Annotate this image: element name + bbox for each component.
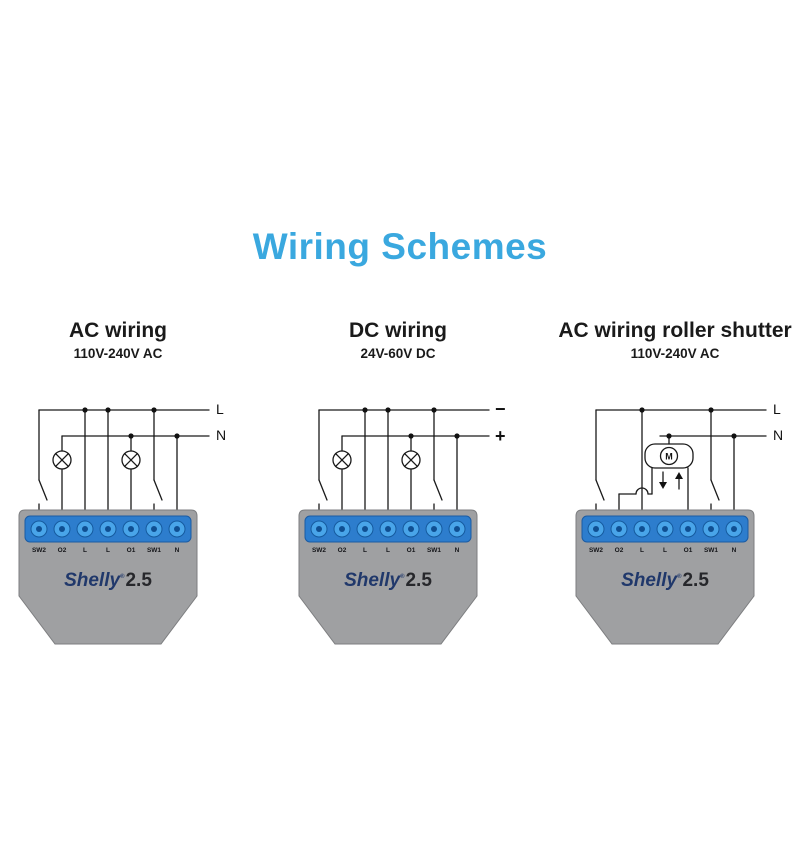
terminal-labels: SW2 O2 L L O1 SW1 N (589, 547, 737, 554)
arrow-down-icon (659, 471, 667, 489)
svg-text:L: L (386, 547, 390, 554)
page-title: Wiring Schemes (252, 226, 548, 267)
brand-label: Shelly®2.5 (621, 570, 709, 591)
terminal-circles (30, 520, 186, 538)
bus-top-label: − (495, 399, 506, 419)
switch-icon (710, 409, 720, 516)
diagram-column-ac: AC wiring 110V-240V AC L N (0, 318, 236, 650)
terminal-circles (587, 520, 743, 538)
ac-wiring-diagram: L N (18, 401, 226, 645)
svg-text:L: L (640, 547, 644, 554)
lamp-icon (121, 435, 141, 516)
shelly-device: SW2 O2 L L O1 SW1 N Shelly®2.5 (575, 509, 755, 645)
switch-icon (318, 409, 328, 516)
svg-text:O1: O1 (684, 547, 693, 554)
wire-hop (635, 487, 649, 495)
shelly-device: SW2 O2 L L O1 SW1 N Shelly®2.5 (18, 509, 198, 645)
junction-dot (128, 433, 134, 439)
switch-icon (595, 409, 605, 516)
junction-dot (362, 407, 368, 413)
bus-top-label: L (216, 401, 224, 417)
dc-wiring-diagram: − + (298, 399, 506, 645)
diagram-subtitle: 110V-240V AC (73, 346, 163, 361)
diagram-heading: AC wiring (69, 319, 167, 342)
svg-text:L: L (83, 547, 87, 554)
svg-text:O1: O1 (127, 547, 136, 554)
terminal-circles (310, 520, 466, 538)
svg-text:SW1: SW1 (704, 547, 718, 554)
brand-label: Shelly®2.5 (344, 570, 432, 591)
device-body (18, 509, 198, 645)
svg-text:N: N (175, 547, 180, 554)
svg-text:L: L (106, 547, 110, 554)
bus-bottom-label: N (773, 427, 783, 443)
junction-dot (174, 433, 180, 439)
junction-dot (408, 433, 414, 439)
shelly-device: SW2 O2 L L O1 SW1 N Shelly®2.5 (298, 509, 478, 645)
svg-text:N: N (455, 547, 460, 554)
roller-shutter-wiring-diagram: L N M (575, 401, 783, 645)
svg-text:SW1: SW1 (427, 547, 441, 554)
svg-text:SW1: SW1 (147, 547, 161, 554)
switch-icon (433, 409, 443, 516)
junction-dot (385, 407, 391, 413)
bus-top-label: L (773, 401, 781, 417)
svg-text:L: L (663, 547, 667, 554)
junction-dot (731, 433, 737, 439)
lamp-icon (52, 435, 72, 516)
junction-dot (708, 407, 714, 413)
diagram-column-roller: AC wiring roller shutter 110V-240V AC L … (557, 318, 793, 650)
svg-text:M: M (665, 452, 673, 462)
terminal-labels: SW2 O2 L L O1 SW1 N (32, 547, 180, 554)
svg-text:N: N (732, 547, 737, 554)
device-body (575, 509, 755, 645)
diagram-subtitle: 24V-60V DC (360, 346, 436, 361)
junction-dot (454, 433, 460, 439)
svg-text:O1: O1 (407, 547, 416, 554)
device-body (298, 509, 478, 645)
svg-text:L: L (363, 547, 367, 554)
svg-text:O2: O2 (615, 547, 624, 554)
lamp-icon (332, 435, 352, 516)
junction-dot (105, 407, 111, 413)
motor-lead-down (618, 467, 653, 516)
brand-label: Shelly®2.5 (64, 570, 152, 591)
arrow-up-icon (675, 472, 683, 490)
lamp-icon (401, 435, 421, 516)
junction-dot (82, 407, 88, 413)
diagram-heading: AC wiring roller shutter (558, 319, 792, 342)
junction-dot (639, 407, 645, 413)
junction-dot (431, 407, 437, 413)
diagram-heading: DC wiring (349, 319, 447, 342)
switch-icon (153, 409, 163, 516)
junction-dot (666, 433, 672, 439)
svg-text:SW2: SW2 (312, 547, 326, 554)
diagram-column-dc: DC wiring 24V-60V DC − + (280, 318, 516, 650)
svg-text:O2: O2 (338, 547, 347, 554)
bus-bottom-label: N (216, 427, 226, 443)
bus-bottom-label: + (495, 426, 506, 446)
terminal-labels: SW2 O2 L L O1 SW1 N (312, 547, 460, 554)
svg-text:SW2: SW2 (589, 547, 603, 554)
switch-icon (38, 409, 48, 516)
junction-dot (151, 407, 157, 413)
svg-text:O2: O2 (58, 547, 67, 554)
svg-text:SW2: SW2 (32, 547, 46, 554)
motor-icon: M (644, 435, 694, 469)
diagram-subtitle: 110V-240V AC (630, 346, 720, 361)
